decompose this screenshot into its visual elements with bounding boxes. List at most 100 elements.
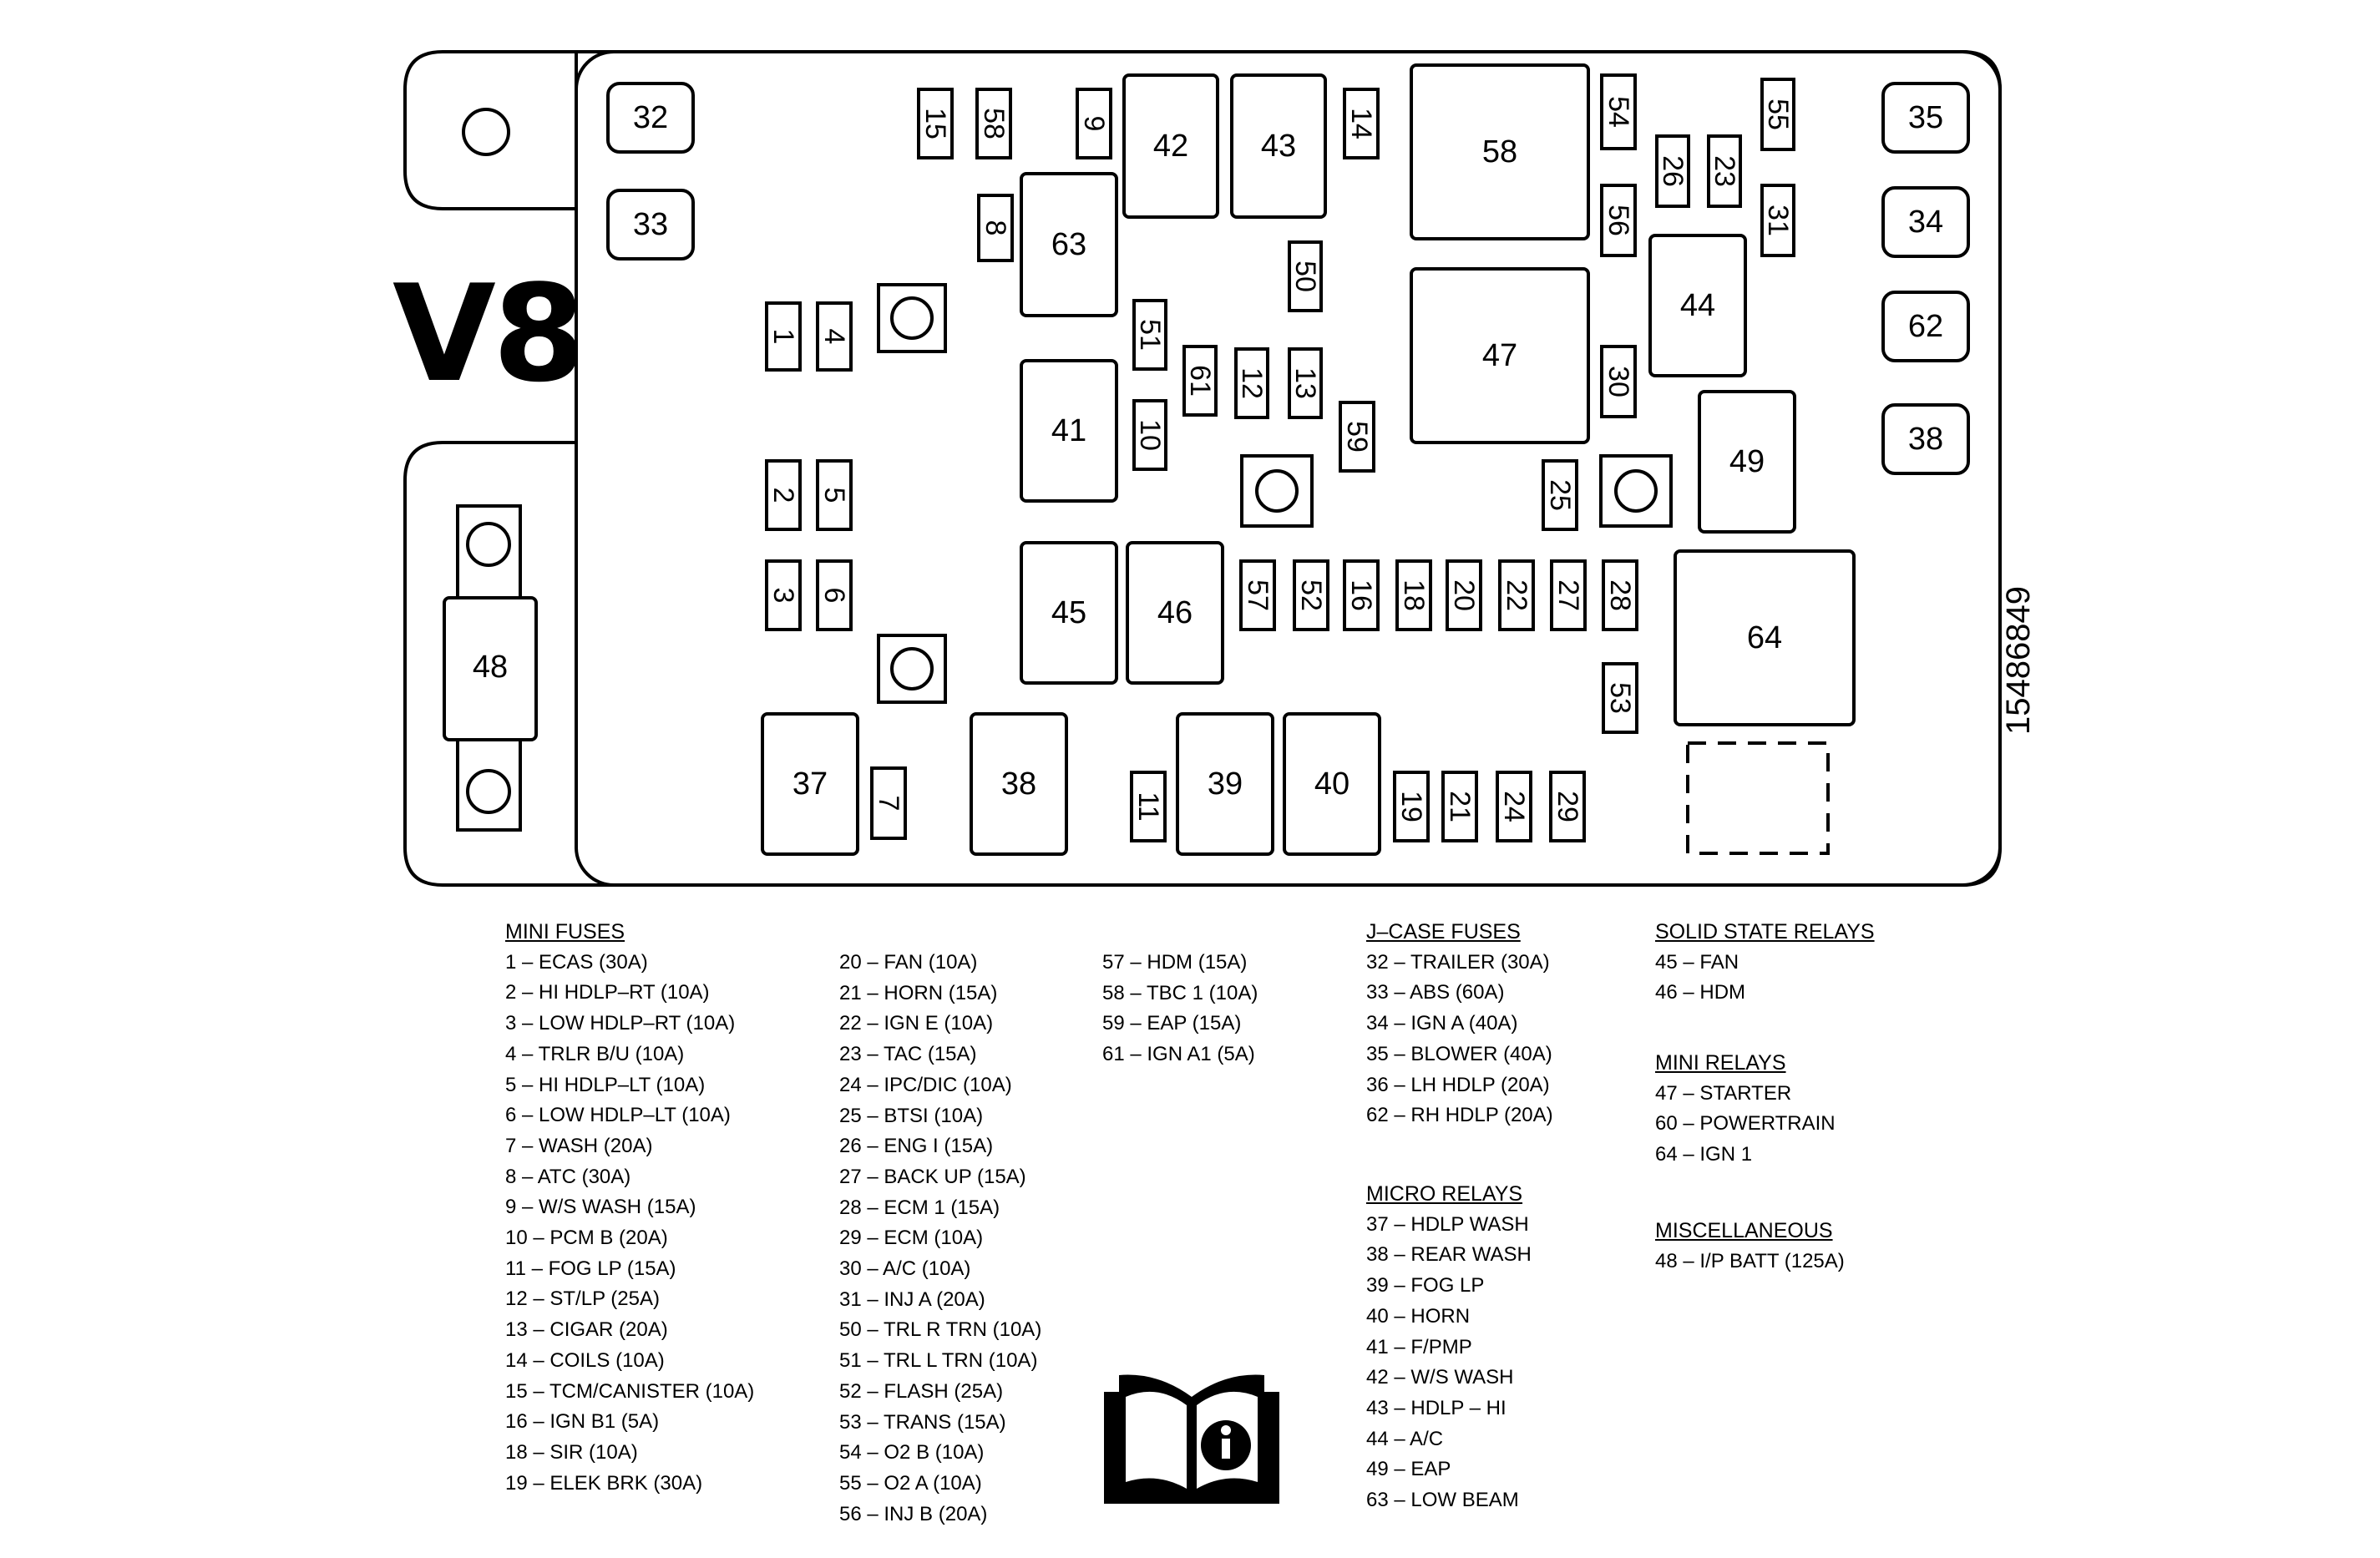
box-38 [970,712,1068,856]
box-label-12: 12 [1236,367,1268,399]
legend-item: 40 – HORN [1366,1304,1471,1328]
box-label-19: 19 [1395,791,1427,822]
box-label-4: 4 [818,329,850,345]
legend-item: 25 – BTSI (10A) [839,1104,984,1127]
legend-title-micro-relays: MICRO RELAYS [1366,1182,1523,1206]
box-label-44: 44 [1680,288,1715,323]
box-label-51: 51 [1134,319,1166,351]
box-42 [1122,73,1219,219]
box-24 [1496,771,1532,842]
screw-1 [877,283,947,353]
legend-item: 54 – O2 B (10A) [839,1441,985,1464]
legend-item: 46 – HDM [1655,981,1746,1004]
document-number: 15486849 [2000,586,2037,735]
legend-item: 62 – RH HDLP (20A) [1366,1104,1553,1127]
box-52 [1293,559,1329,631]
box-label-37: 37 [792,766,828,802]
box-label-1: 1 [767,329,799,345]
legend-item: 5 – HI HDLP–LT (10A) [505,1073,706,1096]
box-label-11: 11 [1132,792,1164,821]
legend-item: 13 – CIGAR (20A) [505,1318,668,1342]
box-label-63: 63 [1051,227,1086,262]
box-label-28: 28 [1604,579,1636,611]
box-label-27: 27 [1552,579,1584,611]
box-33 [606,189,695,261]
housing-tab [403,50,576,210]
legend-item: 35 – BLOWER (40A) [1366,1042,1552,1065]
box-40 [1283,712,1381,856]
legend-item: 41 – F/PMP [1366,1335,1472,1358]
screw-3 [1240,454,1314,528]
box-27 [1550,559,1587,631]
legend-item: 33 – ABS (60A) [1366,981,1505,1004]
box-label-39: 39 [1208,766,1243,802]
legend-title-mini-fuses: MINI FUSES [505,920,625,943]
box-label-43: 43 [1261,129,1296,164]
box-label-25: 25 [1544,479,1576,511]
box-label-14: 14 [1345,108,1377,139]
box-39 [1176,712,1274,856]
box-label-52: 52 [1295,579,1327,611]
legend-item: 21 – HORN (15A) [839,981,998,1004]
box-37 [761,712,859,856]
box-10 [1132,399,1167,471]
legend-title-mini-relays: MINI RELAYS [1655,1051,1786,1075]
box-54 [1600,73,1637,150]
legend-title-jcase-fuses: J–CASE FUSES [1366,920,1521,943]
screw-4 [1599,454,1673,528]
box-1 [765,301,802,372]
box-label-21: 21 [1444,791,1476,822]
box-18 [1395,559,1432,631]
box-label-9: 9 [1078,116,1110,132]
box-30 [1600,345,1637,418]
legend-item: 28 – ECM 1 (15A) [839,1196,1000,1219]
legend-mini-fuses-col1: MINI FUSES 1 – ECAS (30A)2 – HI HDLP–RT … [505,917,754,1499]
box-label-48: 48 [473,650,508,685]
box-25 [1542,459,1578,531]
box-label-18: 18 [1398,579,1430,611]
legend-item: 18 – SIR (10A) [505,1440,638,1464]
box-31 [1760,184,1795,257]
box-label-8: 8 [980,220,1011,236]
box-41 [1020,359,1118,503]
box-label-58: 58 [978,108,1010,139]
box-45 [1020,541,1118,685]
legend-item: 36 – LH HDLP (20A) [1366,1073,1550,1096]
box-7 [870,766,907,840]
legend-item: 24 – IPC/DIC (10A) [839,1073,1012,1096]
legend-item: 11 – FOG LP (15A) [505,1257,676,1280]
box-label-13: 13 [1289,367,1321,399]
box-6 [816,559,853,631]
legend-item: 16 – IGN B1 (5A) [505,1410,660,1434]
box-label-55: 55 [1762,99,1794,130]
box-label-31: 31 [1762,205,1794,236]
box-label-7: 7 [873,796,904,812]
box-label-35: 35 [1908,100,1943,135]
legend-item: 34 – IGN A (40A) [1366,1012,1518,1035]
box-8 [977,194,1014,262]
box-label-38: 38 [1001,766,1036,802]
legend-item: 31 – INJ A (20A) [839,1287,985,1311]
box-20 [1446,559,1482,631]
box-26 [1655,134,1690,208]
legend-jcase-fuses: J–CASE FUSES 32 – TRAILER (30A)33 – ABS … [1366,917,1553,1131]
box-label-59: 59 [1341,421,1373,453]
legend-item: 2 – HI HDLP–RT (10A) [505,981,710,1004]
box-label-53: 53 [1604,682,1636,714]
legend-item: 8 – ATC (30A) [505,1165,631,1188]
legend-item: 56 – INJ B (20A) [839,1502,988,1525]
box-label-3: 3 [767,588,799,604]
box-label-40: 40 [1314,766,1350,802]
box-63 [1020,172,1118,317]
screw-2 [877,634,947,704]
legend-item: 50 – TRL R TRN (10A) [839,1318,1042,1342]
legend-item: 29 – ECM (10A) [839,1227,984,1250]
box-label-33: 33 [633,207,668,242]
box-11 [1130,771,1167,842]
box-56 [1600,184,1637,257]
box-58 [975,88,1012,159]
legend-mini-fuses-col2: 20 – FAN (10A)21 – HORN (15A)22 – IGN E … [839,948,1041,1530]
box-label-10: 10 [1134,419,1166,451]
